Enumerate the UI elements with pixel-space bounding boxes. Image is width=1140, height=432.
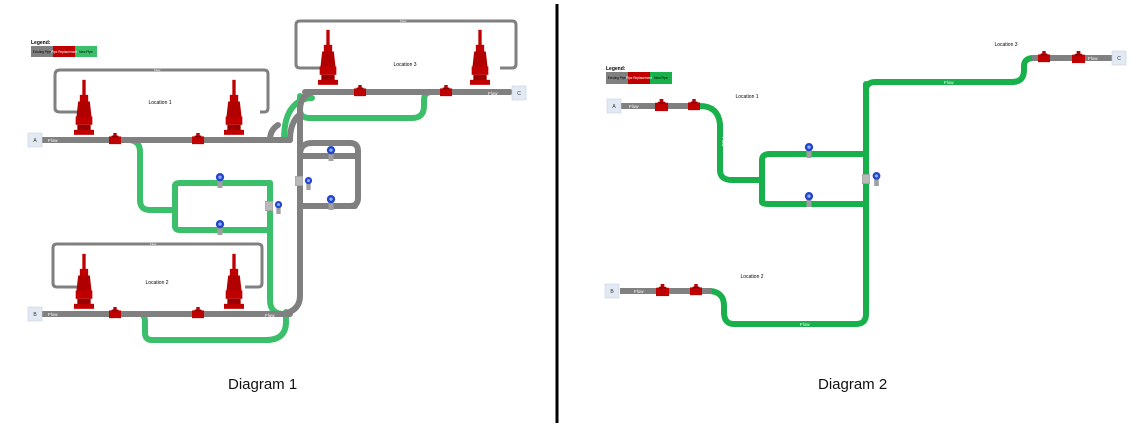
legend-swatch-new [650,72,672,84]
legend-label-existing: Existing Pipe [608,76,627,80]
new-pipes-diagram-2 [697,55,1037,327]
legend-diagram-1: Legend: Existing Pipe Pipe Replacement N… [31,40,97,57]
flow-tag-label: Flow [1088,56,1098,61]
endpoint-label: A [33,138,37,144]
legend-label-replacement: Pipe Replacement [51,50,77,54]
legend-label-new: New Pipe [654,76,668,80]
legend-swatch-replacement [53,46,75,57]
flow-tag [46,311,72,317]
existing-pipes-diagram-1 [39,89,513,317]
relief-valve-icon [74,253,94,309]
frame-flow-label: Flow [154,68,161,72]
coupler-icon [265,201,273,211]
diagram-2: Legend: Existing Pipe Pipe Replacement N… [604,42,1127,327]
blue-valve-icon [274,201,283,214]
flow-tag-label: Flow [488,91,498,96]
legend-label-replacement: Pipe Replacement [626,76,652,80]
red-valve-icon [192,307,204,319]
flow-tag-label: Flow [629,104,639,109]
flow-tag-label: Flow [721,137,726,147]
legend-swatch-existing [31,46,53,57]
legend-swatch-replacement [628,72,650,84]
flow-tag-label: Flow [800,322,810,327]
legend-swatch-existing [606,72,628,84]
red-valve-icon [690,284,702,296]
relief-valve-icon [74,79,94,135]
legend-title: Legend: [606,66,626,72]
legend-diagram-2: Legend: Existing Pipe Pipe Replacement N… [606,66,672,84]
endpoint-label: B [33,312,37,318]
endpoint-c: C [511,85,527,101]
red-valve-icon [354,85,366,97]
flow-tag-label: Flow [48,312,58,317]
endpoint-a: A [27,132,43,148]
red-valve-icon [1038,51,1050,63]
relief-valve-icon [224,253,244,309]
diagram-2-caption: Diagram 2 [818,376,888,393]
red-valve-icon [655,99,668,112]
flow-tag-label: Flow [265,313,275,318]
endpoint-label: C [517,91,521,97]
flow-tag-label: Flow [48,138,58,143]
endpoint-c: C [1111,50,1127,66]
location-1-label: Location 1 [148,100,171,106]
endpoint-b: B [604,283,620,299]
legend-title: Legend: [31,40,51,46]
endpoint-b: B [27,306,43,322]
diagram-1-caption: Diagram 1 [228,376,298,393]
location-2-label: Location 2 [740,274,763,280]
endpoint-label: B [610,289,614,295]
flow-tag-label: Flow [944,80,954,85]
relief-valve-icon [470,29,490,85]
legend-label-existing: Existing Pipe [33,50,52,54]
frame-flow-label: Flow [400,19,407,23]
location-3-label: Location 3 [994,42,1017,48]
endpoint-a: A [606,98,622,114]
red-valve-icon [688,99,700,111]
endpoint-label: C [1117,56,1121,62]
location-1-label: Location 1 [735,94,758,100]
blue-valve-icon [872,172,881,186]
endpoint-label: A [612,104,616,110]
flow-tag-label: Flow [634,289,644,294]
bypass-frames [51,19,518,289]
red-valve-icon [1072,51,1085,64]
red-valve-icon [440,85,452,97]
diagram-1: Legend: Existing Pipe Pipe Replacement N… [27,19,527,343]
red-valve-icon [192,133,204,145]
relief-valve-icon [318,29,338,85]
frame-flow-label: Flow [150,242,157,246]
legend-label-new: New Pipe [79,50,93,54]
legend-swatch-new [75,46,97,57]
flow-tag [46,137,72,143]
red-valve-icon [109,133,121,145]
relief-valve-icon [224,79,244,135]
coupler-icon [295,176,303,186]
red-valve-icon [109,307,121,319]
coupler-icon [862,174,870,184]
red-valve-icon [656,284,669,297]
blue-valve-icon [304,177,313,190]
location-3-label: Location 3 [393,62,416,68]
location-2-label: Location 2 [145,280,168,286]
